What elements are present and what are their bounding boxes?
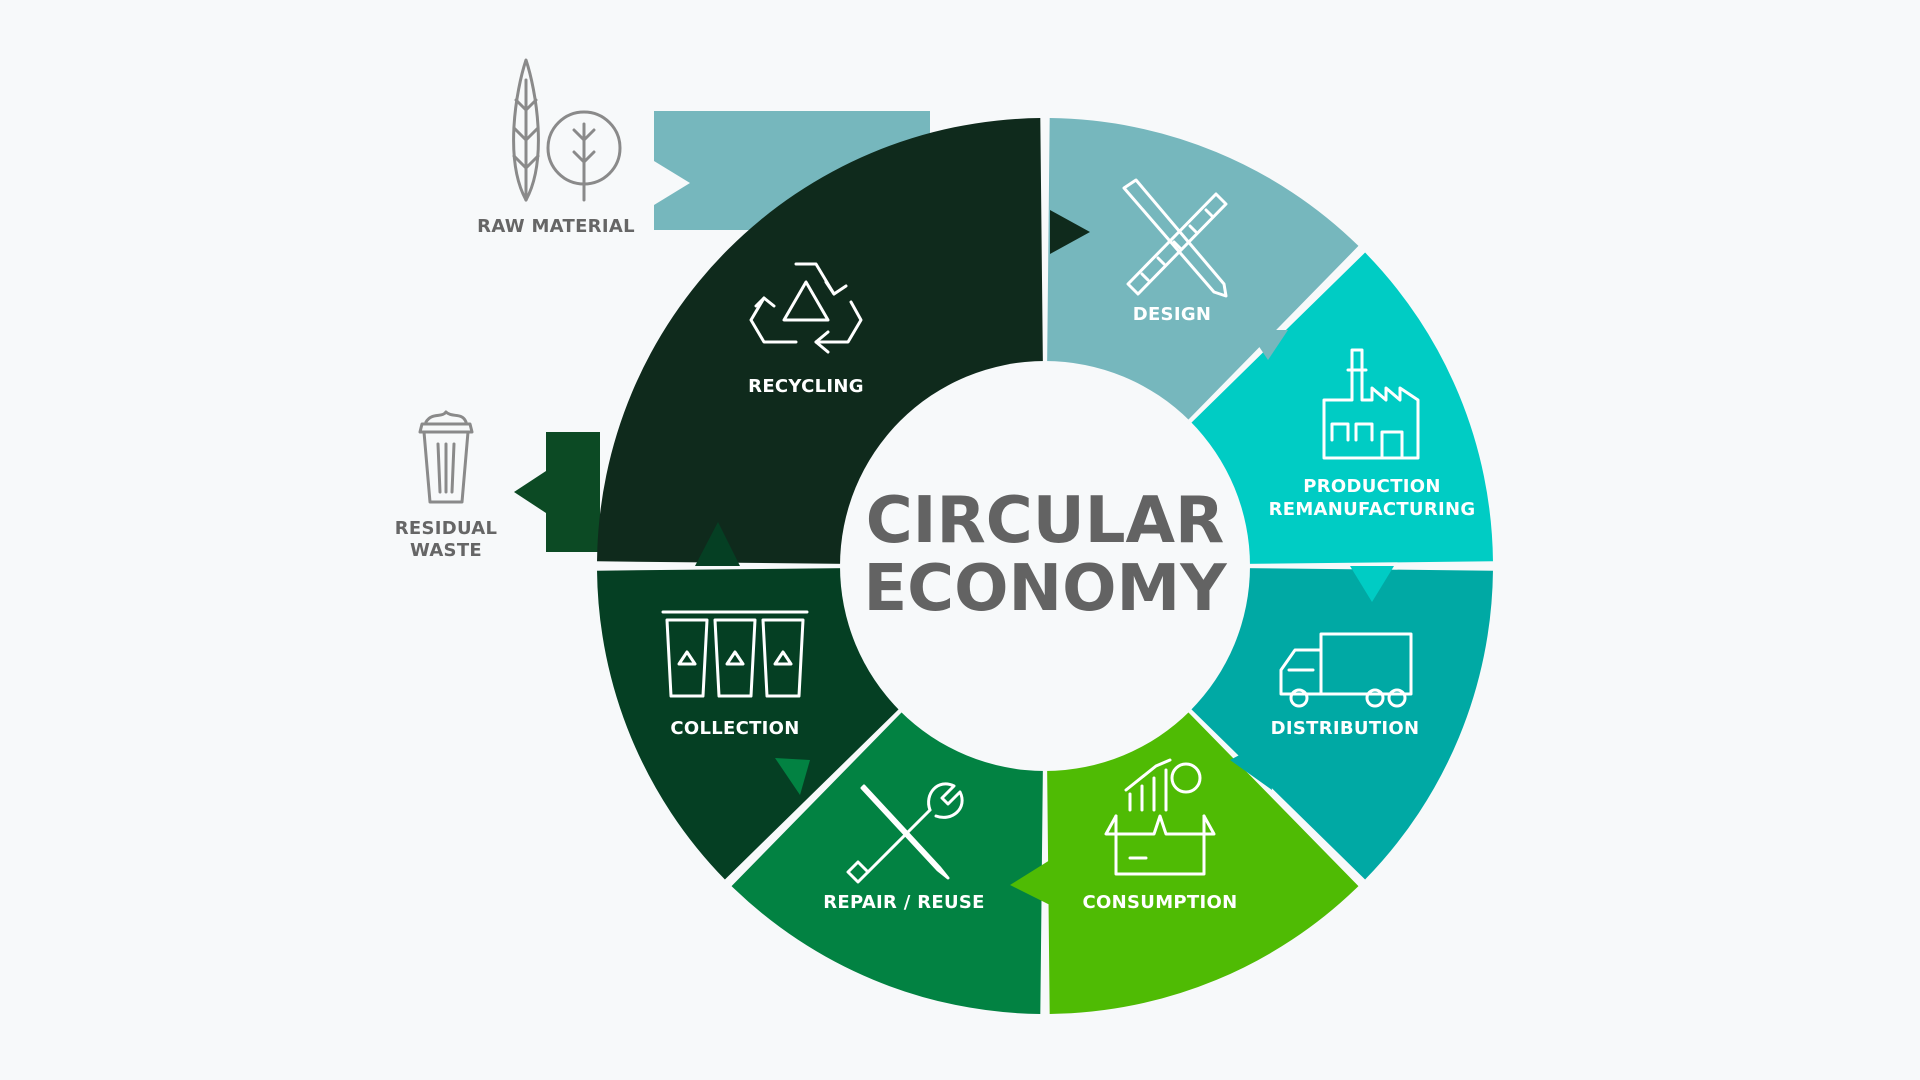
trees-icon [512,58,622,202]
notch-recycling-design [1050,210,1090,254]
notch-distribution-consumption [1230,740,1272,790]
pencil-ruler-icon [1122,178,1228,298]
segment-design [1047,118,1359,424]
factory-icon [1322,348,1420,460]
design-label: DESIGN [1133,304,1212,325]
production-label-line2: REMANUFACTURING [1269,499,1476,520]
raw-material-label: RAW MATERIAL [477,216,635,237]
notch-repair-collection [775,758,810,795]
center-title-line2: ECONOMY [863,552,1227,626]
wrench-screwdriver-icon [846,782,964,884]
production-label-line1: PRODUCTION [1303,476,1440,497]
notch-consumption-repair [1010,860,1050,905]
recycling-bins-icon [661,610,809,698]
trash-bin-icon [418,410,474,504]
ring [597,118,1493,1014]
collection-label: COLLECTION [670,718,799,739]
segment-repair [731,708,1043,1014]
center-title-line1: CIRCULAR [866,484,1225,558]
residual-waste-label-line2: WASTE [410,540,482,561]
recycling-label: RECYCLING [748,376,864,397]
center-circle [840,361,1250,771]
residual-waste-arrow [514,432,600,552]
segment-distribution [1187,568,1493,880]
residual-waste-label-line1: RESIDUAL [395,518,498,539]
notch-collection-recycling [695,522,740,566]
notch-production-distribution [1350,566,1394,602]
recycle-icon [749,262,863,354]
segment-collection [597,568,903,880]
distribution-label: DISTRIBUTION [1271,718,1420,739]
truck-icon [1279,632,1413,708]
box-with-chart-icon [1104,758,1216,876]
segment-production [1187,252,1493,564]
notch-design-production [1248,330,1288,360]
consumption-label: CONSUMPTION [1083,892,1238,913]
repair-label: REPAIR / REUSE [823,892,985,913]
